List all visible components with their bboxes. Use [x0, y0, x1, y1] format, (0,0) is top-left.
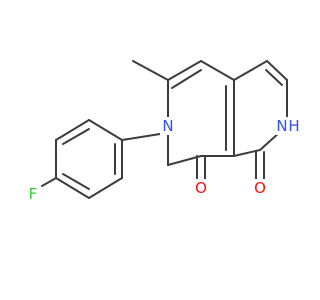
- bond-c-f: [41, 177, 57, 187]
- bond-ar-4: [55, 177, 90, 199]
- molecule-structure: F N N H O O: [27, 60, 300, 203]
- atom-labels: F N N H O O: [27, 117, 300, 203]
- bond-ar-1: [88, 119, 123, 141]
- bond-ar-5: [88, 177, 123, 199]
- atom-label-ring-nitrogen: N: [162, 117, 173, 135]
- bond-methyl: [132, 60, 169, 81]
- bond-c-methyl-to-ch: [167, 60, 202, 81]
- atom-label-carbonyl-oxygen-right: O: [254, 179, 266, 197]
- atom-ring-nitrogen: N: [160, 117, 176, 135]
- bond-ar-double-2: [62, 173, 90, 190]
- atom-amide-nh: N H: [276, 117, 300, 135]
- atom-label-fluorine: F: [29, 185, 38, 203]
- bond-ch-to-fusion-top: [200, 60, 235, 81]
- bond-ar-2: [55, 119, 90, 141]
- atom-carbonyl-oxygen-right: O: [252, 179, 268, 197]
- bond-ch-ch-double: [265, 69, 283, 86]
- bond-n-to-aryl: [121, 133, 161, 141]
- atom-label-amide-nitrogen: N: [276, 117, 287, 135]
- atom-label-amide-hydrogen: H: [288, 117, 299, 135]
- bond-ch-to-ch: [266, 60, 288, 81]
- bond-ch-double: [171, 69, 202, 89]
- bond-carbonyl-right-to-fusion: [233, 149, 261, 157]
- atom-label-carbonyl-oxygen-left: O: [195, 179, 207, 197]
- bond-ar-double-1: [62, 128, 90, 145]
- atom-fluorine: F: [27, 185, 41, 203]
- bond-fusion-to-ch: [233, 60, 268, 81]
- atom-carbonyl-oxygen-left: O: [193, 179, 209, 197]
- bond-carbonyl-to-fusion: [167, 155, 202, 166]
